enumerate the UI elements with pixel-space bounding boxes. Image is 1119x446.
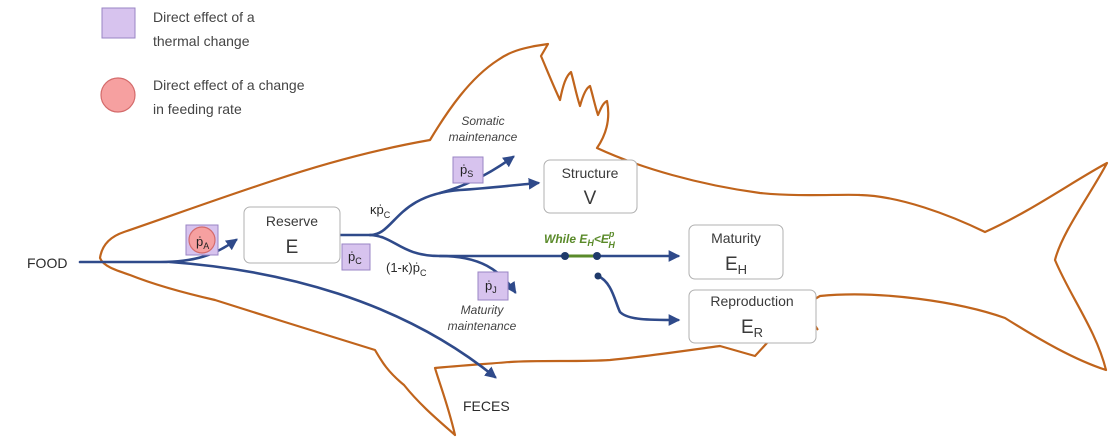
pS-marker: ṗS [452, 156, 484, 184]
legend-feeding-line2: in feeding rate [153, 101, 242, 117]
food-to-reserve-arrow [78, 238, 238, 264]
maturity-box: Maturity EH [688, 224, 784, 280]
maturity-label: Maturity [711, 230, 761, 246]
reserve-symbol: E [286, 237, 299, 258]
split-to-maturity-arrow [368, 233, 681, 262]
pS-label: ṗS [460, 162, 473, 179]
structure-label: Structure [562, 165, 619, 181]
legend-feeding-line1: Direct effect of a change [153, 77, 305, 93]
somatic-maintenance-line2: maintenance [449, 130, 518, 144]
one-minus-kappa-pC-label: (1-κ)ṗC [386, 260, 427, 278]
somatic-maintenance-line1: Somatic [461, 114, 504, 128]
legend-thermal-line2: thermal change [153, 33, 250, 49]
reproduction-arrow [596, 274, 681, 326]
reserve-label: Reserve [266, 213, 318, 229]
pJ-label: ṗJ [485, 278, 497, 295]
pC-marker: ṗC [341, 243, 371, 271]
legend-thermal-line1: Direct effect of a [153, 9, 255, 25]
structure-symbol: V [584, 188, 597, 209]
pA-label: ṗA [196, 234, 209, 251]
food-label: FOOD [27, 255, 67, 271]
maturity-maintenance-line1: Maturity [461, 303, 505, 317]
pA-marker: ṗA [185, 224, 219, 256]
maturity-maintenance-arrow [438, 254, 517, 294]
reproduction-symbol: ER [741, 317, 763, 340]
reproduction-box: Reproduction ER [688, 289, 817, 344]
threshold-dot-left [561, 252, 569, 260]
kappa-branch-arrow [368, 177, 541, 237]
feces-label: FECES [463, 398, 510, 414]
fish-outline [98, 42, 1109, 437]
reserve-box: Reserve E [243, 206, 341, 264]
kappa-pC-label: κṗC [370, 202, 391, 220]
food-to-feces-arrow [168, 260, 497, 379]
legend-feeding-swatch [100, 77, 136, 113]
pC-label: ṗC [348, 249, 362, 266]
legend-thermal-swatch [101, 7, 136, 39]
structure-box: Structure V [543, 159, 638, 214]
reproduction-start-dot [594, 272, 602, 280]
pJ-marker: ṗJ [477, 271, 509, 301]
reproduction-label: Reproduction [710, 293, 793, 309]
threshold-dot-right [593, 252, 601, 260]
maturity-symbol: EH [725, 254, 747, 277]
maturity-maintenance-line2: maintenance [448, 319, 517, 333]
